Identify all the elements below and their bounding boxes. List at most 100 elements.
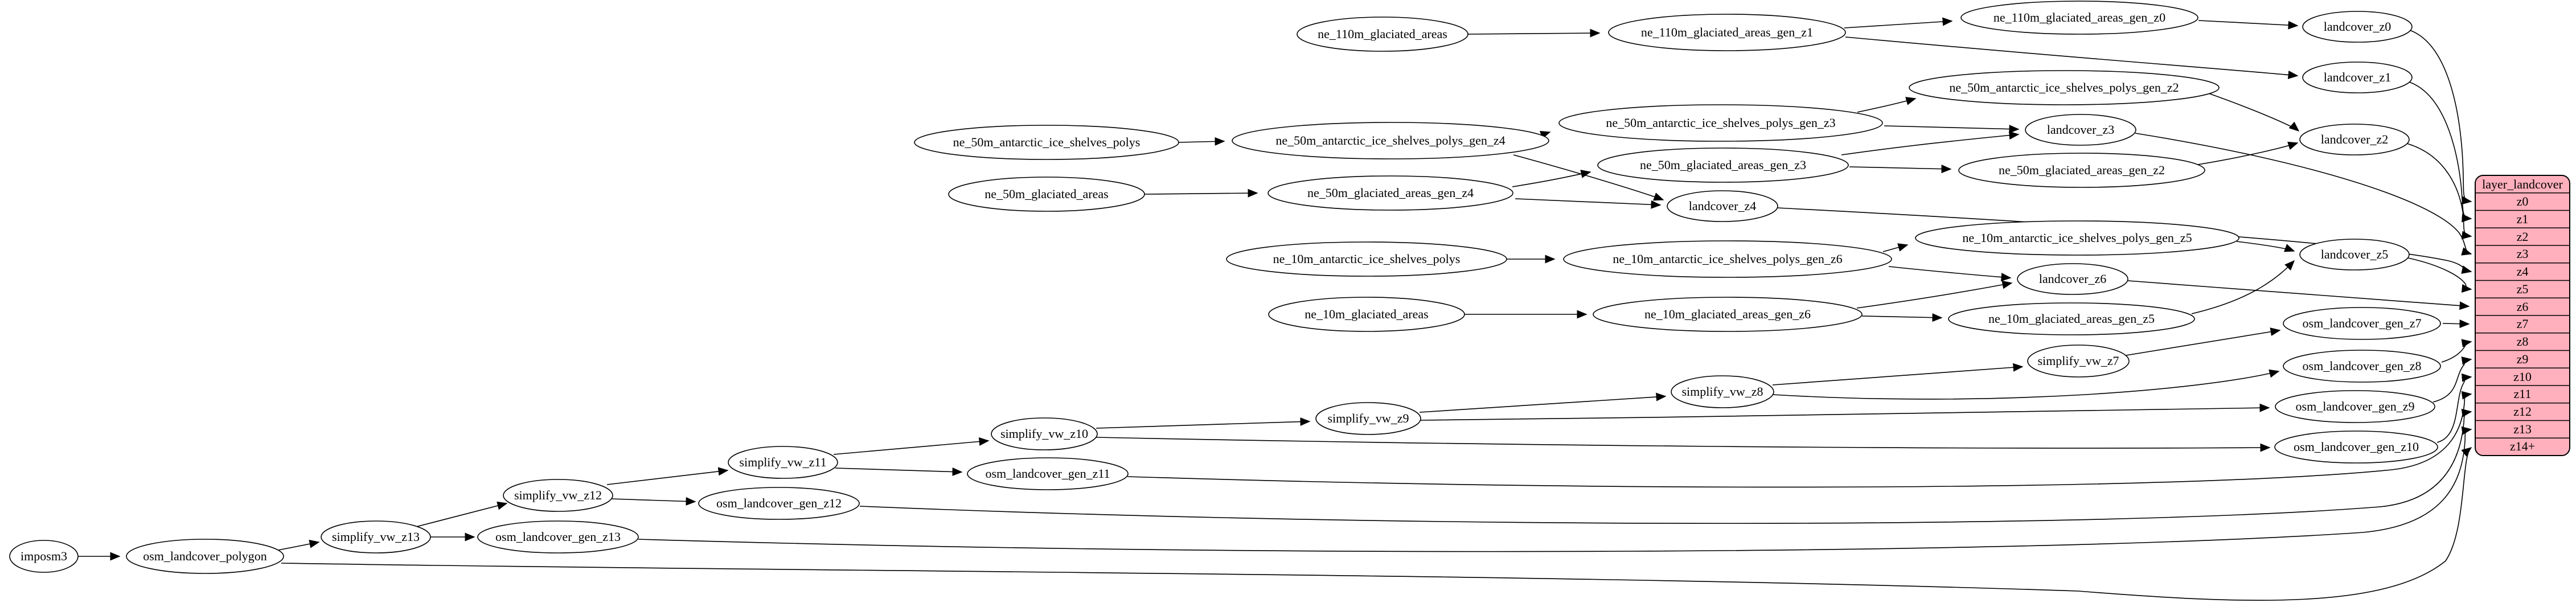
table-row-z9: z9 (2517, 352, 2529, 366)
edge-simplify_vw_z11--simplify_vw_z10 (833, 437, 990, 455)
node-ne_50m_antarctic_ice_shelves_polys: ne_50m_antarctic_ice_shelves_polys (914, 125, 1179, 160)
node-simplify_vw_z13-label: simplify_vw_z13 (332, 530, 420, 544)
edge-simplify_vw_z10--osm_landcover_gen_z10 (1096, 437, 2271, 452)
node-osm_landcover_gen_z12-label: osm_landcover_gen_z12 (716, 496, 842, 510)
node-ne_50m_glaciated_areas_gen_z4-shape (1268, 175, 1513, 211)
node-osm_landcover_gen_z10: osm_landcover_gen_z10 (2274, 430, 2438, 464)
edge-gen_z0--landcover_z0 (2198, 20, 2299, 30)
node-ne_50m_glaciated_areas_gen_z3: ne_50m_glaciated_areas_gen_z3 (1597, 147, 1849, 183)
node-ne_50m_glaciated_areas_gen_z4: ne_50m_glaciated_areas_gen_z4 (1268, 175, 1513, 211)
node-landcover_z2-shape (2299, 124, 2410, 155)
table-row-z14plus: z14+ (2510, 439, 2535, 453)
node-landcover_z0: landcover_z0 (2302, 11, 2413, 43)
node-ne_50m_antarctic_ice_shelves_polys_gen_z2-label: ne_50m_antarctic_ice_shelves_polys_gen_z… (1949, 80, 2179, 95)
node-ne_50m_antarctic_ice_shelves_polys_gen_z3-shape (1558, 104, 1883, 142)
edge-simplify_vw_z13--simplify_vw_z12 (416, 501, 508, 527)
node-landcover_z3-label: landcover_z3 (2047, 122, 2115, 137)
node-osm_landcover_gen_z8: osm_landcover_gen_z8 (2283, 350, 2441, 383)
node-ne_10m_antarctic_ice_shelves_polys_gen_z5-label: ne_10m_antarctic_ice_shelves_polys_gen_z… (1962, 231, 2192, 245)
edge-simplify_vw_z12--simplify_vw_z11 (606, 467, 729, 485)
node-ne_50m_glaciated_areas: ne_50m_glaciated_areas (948, 177, 1145, 212)
edge-glaciated50_gen_z4--glaciated50_gen_z3 (1512, 170, 1591, 187)
node-ne_110m_glaciated_areas_gen_z0: ne_110m_glaciated_areas_gen_z0 (1960, 1, 2198, 35)
edge-simplify_vw_z8--simplify_vw_z7 (1772, 363, 2024, 386)
node-ne_110m_glaciated_areas_gen_z0-label: ne_110m_glaciated_areas_gen_z0 (1993, 10, 2165, 24)
nodes-layer: imposm3 osm_landcover_polygon simplify_v… (9, 1, 2441, 574)
edge-osm_landcover_polygon--simplify_vw_z13 (278, 539, 320, 551)
edge-osm_landcover_gen_z11--layer_z11 (1127, 391, 2472, 488)
table-row-z7: z7 (2517, 317, 2529, 331)
edge-simplify_vw_z12--osm_landcover_gen_z12 (610, 497, 696, 506)
table-row-z10: z10 (2513, 370, 2532, 384)
node-simplify_vw_z12-label: simplify_vw_z12 (514, 488, 602, 502)
node-imposm3-label: imposm3 (20, 549, 67, 563)
edge-shelves_gen_z2--landcover_z2 (2206, 92, 2300, 132)
node-landcover_z1-shape (2302, 61, 2413, 93)
edge-simplify_vw_z10--simplify_vw_z9 (1096, 417, 1311, 429)
edge-ne_110m_glaciated_areas--gen_z1 (1467, 28, 1601, 38)
node-osm_landcover_gen_z13: osm_landcover_gen_z13 (477, 520, 639, 553)
node-simplify_vw_z8-label: simplify_vw_z8 (1682, 384, 1763, 399)
node-osm_landcover_gen_z10-label: osm_landcover_gen_z10 (2294, 440, 2419, 454)
node-osm_landcover_gen_z12: osm_landcover_gen_z12 (698, 487, 860, 520)
node-simplify_vw_z12: simplify_vw_z12 (503, 479, 613, 512)
node-ne_50m_antarctic_ice_shelves_polys_gen_z4-label: ne_50m_antarctic_ice_shelves_polys_gen_z… (1275, 133, 1505, 147)
node-simplify_vw_z10-label: simplify_vw_z10 (1000, 427, 1088, 441)
node-osm_landcover_gen_z13-shape (477, 520, 639, 553)
node-ne_110m_glaciated_areas_gen_z0-shape (1960, 1, 2198, 35)
node-osm_landcover_gen_z9-label: osm_landcover_gen_z9 (2296, 399, 2415, 413)
node-simplify_vw_z10-shape (991, 417, 1098, 450)
node-ne_10m_glaciated_areas-label: ne_10m_glaciated_areas (1305, 307, 1428, 321)
edge-simplify_vw_z8--osm_landcover_gen_z8 (1772, 369, 2280, 400)
node-simplify_vw_z11-label: simplify_vw_z11 (739, 455, 826, 469)
node-ne_110m_glaciated_areas_gen_z1: ne_110m_glaciated_areas_gen_z1 (1608, 14, 1846, 51)
node-osm_landcover_polygon-label: osm_landcover_polygon (143, 549, 267, 563)
edge-simplify_vw_z9--osm_landcover_gen_z9 (1420, 403, 2270, 421)
node-ne_10m_glaciated_areas-shape (1268, 297, 1465, 332)
node-ne_50m_glaciated_areas_gen_z3-shape (1597, 147, 1849, 183)
edge-glaciated10_gen_z6--glaciated10_gen_z5 (1861, 313, 1943, 322)
node-ne_50m_glaciated_areas_gen_z3-label: ne_50m_glaciated_areas_gen_z3 (1640, 158, 1806, 172)
node-ne_10m_glaciated_areas_gen_z5-label: ne_10m_glaciated_areas_gen_z5 (1988, 311, 2155, 326)
edge-shelves_gen_z3--shelves_gen_z2 (1857, 97, 1917, 113)
node-simplify_vw_z13-shape (321, 520, 431, 553)
edge-landcover_z1--layer_z1 (2409, 81, 2472, 223)
table-row-z6: z6 (2517, 300, 2529, 314)
node-osm_landcover_gen_z11-shape (967, 457, 1129, 490)
edge-simplify_vw_z11--osm_landcover_gen_z11 (835, 467, 963, 476)
node-ne_50m_glaciated_areas_gen_z2-label: ne_50m_glaciated_areas_gen_z2 (1999, 163, 2165, 177)
node-osm_landcover_gen_z7-shape (2283, 307, 2441, 340)
node-imposm3: imposm3 (9, 540, 79, 573)
node-simplify_vw_z7: simplify_vw_z7 (2027, 345, 2130, 378)
edge-osm_landcover_gen_z10--layer_z10 (2436, 373, 2472, 443)
edge-osm_landcover_gen_z12--layer_z12 (859, 408, 2472, 524)
edge-shelves10_gen_z6--shelves10_gen_z5 (1882, 243, 1909, 252)
node-osm_landcover_gen_z10-shape (2274, 430, 2438, 464)
node-landcover_z4-label: landcover_z4 (1689, 199, 1757, 213)
node-ne_110m_glaciated_areas-shape (1297, 17, 1469, 52)
node-osm_landcover_gen_z8-label: osm_landcover_gen_z8 (2303, 359, 2422, 373)
table-row-z0: z0 (2517, 194, 2529, 208)
table-row-z11: z11 (2514, 387, 2532, 401)
node-osm_landcover_gen_z9-shape (2275, 390, 2435, 423)
node-imposm3-shape (9, 540, 79, 573)
node-simplify_vw_z12-shape (503, 479, 613, 512)
node-simplify_vw_z9-shape (1315, 402, 1421, 435)
table-row-z3: z3 (2517, 247, 2529, 261)
edge-osm_landcover_gen_z9--layer_z9 (2433, 356, 2472, 403)
node-simplify_vw_z7-shape (2027, 345, 2130, 378)
table-row-z12: z12 (2513, 404, 2532, 419)
node-landcover_z0-shape (2302, 11, 2413, 43)
node-ne_50m_glaciated_areas_gen_z2: ne_50m_glaciated_areas_gen_z2 (1958, 153, 2205, 188)
node-osm_landcover_gen_z7: osm_landcover_gen_z7 (2283, 307, 2441, 340)
node-ne_10m_antarctic_ice_shelves_polys_gen_z5: ne_10m_antarctic_ice_shelves_polys_gen_z… (1915, 220, 2239, 256)
node-osm_landcover_polygon-shape (126, 539, 284, 574)
edge-ne_50m_glaciated--glaciated_gen_z4 (1144, 188, 1258, 198)
node-ne_50m_glaciated_areas-shape (948, 177, 1145, 212)
node-ne_10m_antarctic_ice_shelves_polys-label: ne_10m_antarctic_ice_shelves_polys (1273, 252, 1461, 266)
node-landcover_z5: landcover_z5 (2299, 239, 2410, 270)
edge-glaciated10_gen_z6--landcover_z6 (1856, 280, 2013, 309)
node-osm_landcover_polygon: osm_landcover_polygon (126, 539, 284, 574)
node-landcover_z1: landcover_z1 (2302, 61, 2413, 93)
node-landcover_z6: landcover_z6 (2017, 263, 2128, 295)
